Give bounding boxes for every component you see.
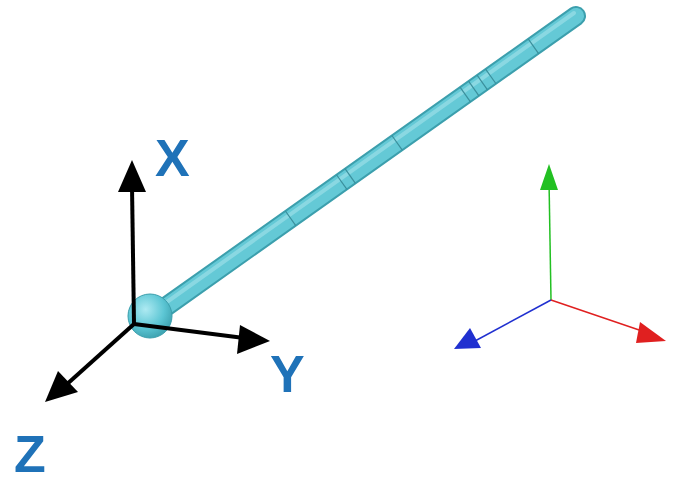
rod-body <box>150 16 576 318</box>
rod-segment-marks <box>285 39 538 226</box>
axis-label: Y <box>270 348 305 400</box>
segment-mark <box>469 81 479 96</box>
orientation-triad <box>454 164 666 349</box>
rod-outline <box>150 16 576 318</box>
segment-mark <box>477 75 487 90</box>
segment-mark <box>336 175 346 190</box>
segment-mark <box>460 87 470 102</box>
axis-label: Z <box>14 428 46 480</box>
axis-label: X <box>155 132 190 184</box>
axis-arrows <box>45 160 270 402</box>
segment-mark <box>528 39 538 54</box>
segment-mark <box>486 69 496 84</box>
segment-mark <box>392 135 402 150</box>
rod-highlight <box>150 13 574 314</box>
segment-mark <box>285 211 295 226</box>
segment-mark <box>345 169 355 184</box>
